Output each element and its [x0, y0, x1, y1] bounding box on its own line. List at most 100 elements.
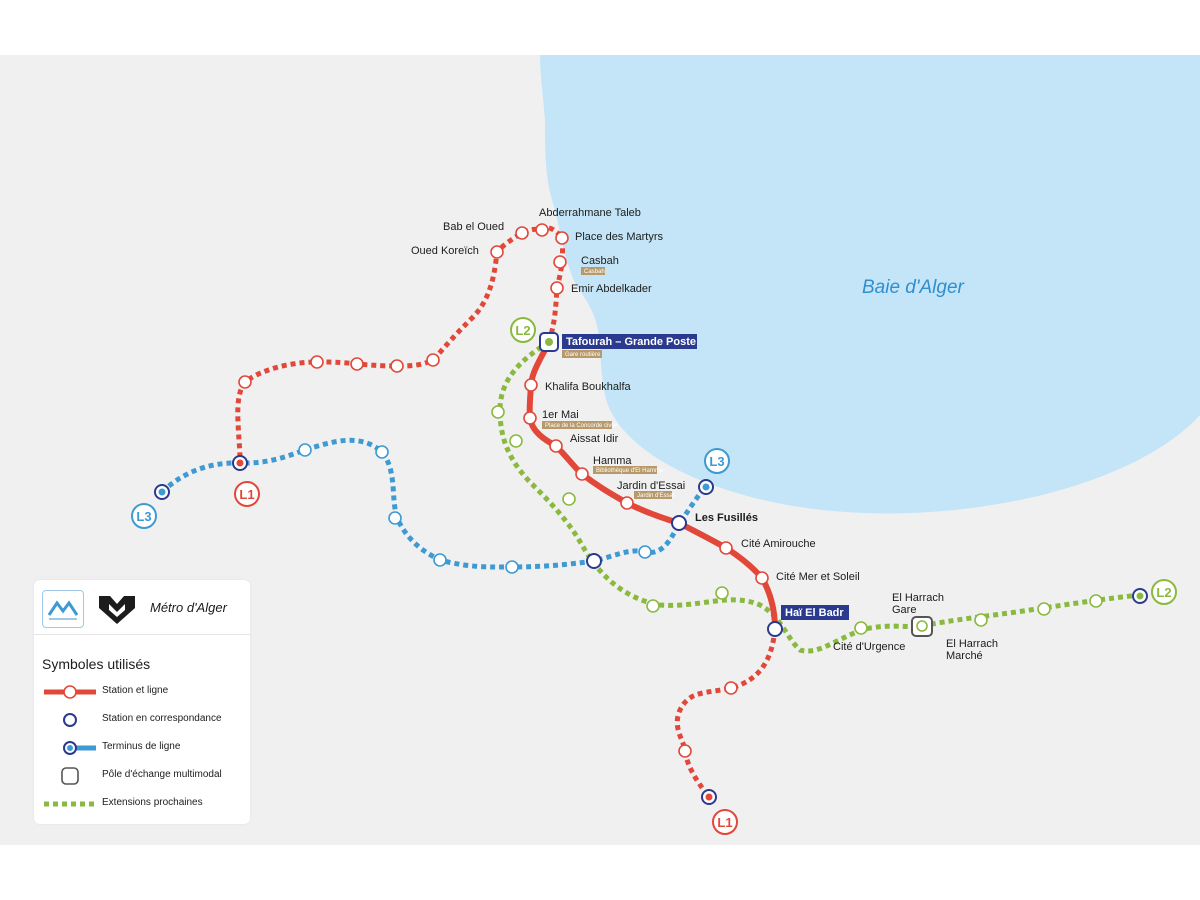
station-line-icon — [44, 685, 96, 699]
badge-l3-west-text: L3 — [136, 509, 151, 524]
station-hai-el-badr[interactable] — [767, 621, 783, 637]
station-oued-koreich[interactable] — [490, 245, 504, 259]
station-l2-2[interactable] — [509, 434, 523, 448]
l1-ext-south — [674, 628, 778, 799]
station-l2-l3-transfer[interactable] — [586, 553, 602, 569]
multimodal-hub-icon — [61, 767, 79, 785]
legend-item-correspondence: Station en correspondance — [42, 711, 242, 729]
label-1er-mai-sub: Place de la Concorde civile — [545, 423, 618, 429]
station-el-harrach-marche[interactable] — [974, 613, 988, 627]
legend-item-label: Station et ligne — [102, 685, 169, 696]
terminus-l2-east-dot — [1136, 592, 1144, 600]
metro-logo — [96, 590, 138, 626]
station-l2-east-2[interactable] — [1089, 594, 1103, 608]
legend-panel: Métro d'Alger Symboles utilisés Station … — [34, 580, 250, 824]
label-el-harrach-gare-1: El Harrach — [892, 592, 944, 604]
label-abderrahmane-taleb: Abderrahmane Taleb — [539, 207, 641, 219]
station-l1-west-2[interactable] — [390, 359, 404, 373]
line-l1-main — [526, 340, 778, 630]
station-l1-west-3[interactable] — [350, 357, 364, 371]
station-cite-urgence[interactable] — [854, 621, 868, 635]
station-abderrahmane-taleb[interactable] — [535, 223, 549, 237]
legend-item-station-line: Station et ligne — [42, 683, 242, 701]
station-l3-3[interactable] — [388, 511, 402, 525]
label-1er-mai: 1er Mai — [542, 409, 579, 421]
jardin-essai-sub-bg — [634, 491, 672, 499]
terminus-l3-west-dot — [158, 488, 166, 496]
station-l1-south-1[interactable] — [724, 681, 738, 695]
station-l1-west-5[interactable] — [238, 375, 252, 389]
station-l3-5[interactable] — [505, 560, 519, 574]
badge-l1-south-text: L1 — [717, 815, 732, 830]
label-tafourah-sub: Gare routière — [565, 352, 601, 358]
label-les-fusilles: Les Fusillés — [695, 512, 758, 524]
label-cite-amirouche: Cité Amirouche — [741, 538, 816, 550]
station-l1-west-4[interactable] — [310, 355, 324, 369]
terminus-l1-west-dot — [236, 459, 244, 467]
station-aissat-idir[interactable] — [549, 439, 563, 453]
station-l3-2[interactable] — [375, 445, 389, 459]
station-les-fusilles[interactable] — [671, 515, 687, 531]
tafourah-label-box — [562, 334, 697, 349]
label-hamma: Hamma — [593, 455, 632, 467]
hamma-sub-bg — [593, 466, 657, 474]
correspondence-station-icon — [63, 713, 77, 727]
legend-item-label: Extensions prochaines — [102, 797, 203, 808]
label-casbah: Casbah — [581, 255, 619, 267]
terminus-l1-south-dot — [705, 793, 713, 801]
casbah-sub-bg — [581, 267, 605, 275]
station-l3-6[interactable] — [638, 545, 652, 559]
label-el-harrach-gare-2: Gare — [892, 604, 916, 616]
station-place-des-martyrs[interactable] — [555, 231, 569, 245]
legend-item-terminus: Terminus de ligne — [42, 739, 242, 757]
extension-dotted-line-icon — [44, 801, 96, 807]
label-el-harrach-marche-2: Marché — [946, 650, 983, 662]
legend-item-multimodal: Pôle d'échange multimodal — [42, 767, 242, 785]
station-l2-1[interactable] — [491, 405, 505, 419]
bay-label: Baie d'Alger — [862, 277, 965, 298]
badge-l1-south: L1 — [712, 809, 738, 835]
station-l2-5[interactable] — [715, 586, 729, 600]
station-1er-mai[interactable] — [523, 411, 537, 425]
label-place-des-martyrs: Place des Martyrs — [575, 231, 664, 243]
station-l1-south-2[interactable] — [678, 744, 692, 758]
badge-l2-north: L2 — [510, 317, 536, 343]
legend-item-label: Terminus de ligne — [102, 741, 181, 752]
legend-brand: Métro d'Alger — [34, 580, 250, 635]
sea-bay — [540, 55, 1200, 514]
label-cite-mer-soleil: Cité Mer et Soleil — [776, 571, 860, 583]
label-oued-koreich: Oued Koreïch — [411, 245, 479, 257]
station-l1-west-1[interactable] — [426, 353, 440, 367]
el-harrach-gare-dot — [916, 620, 928, 632]
label-emir-abdelkader: Emir Abdelkader — [571, 283, 652, 295]
l2-path-east — [921, 592, 1141, 629]
label-el-harrach-marche-1: El Harrach — [946, 638, 998, 650]
legend-item-label: Station en correspondance — [102, 713, 222, 724]
station-cite-mer-soleil[interactable] — [755, 571, 769, 585]
station-l3-4[interactable] — [433, 553, 447, 567]
station-l3-1[interactable] — [298, 443, 312, 457]
legend-title: Symboles utilisés — [42, 656, 151, 672]
badge-l3-east: L3 — [704, 448, 730, 474]
badge-l2-east-text: L2 — [1156, 585, 1171, 600]
label-jardin-essai-sub: Jardin d'Essai — [637, 493, 674, 499]
station-bab-el-oued[interactable] — [515, 226, 529, 240]
tafourah-sub-bg — [562, 350, 602, 358]
station-hamma[interactable] — [575, 467, 589, 481]
badge-l3-west: L3 — [131, 503, 157, 529]
station-l2-3[interactable] — [562, 492, 576, 506]
station-l2-east-1[interactable] — [1037, 602, 1051, 616]
station-jardin-essai[interactable] — [620, 496, 634, 510]
label-jardin-essai: Jardin d'Essai — [617, 480, 685, 492]
station-emir-abdelkader[interactable] — [550, 281, 564, 295]
station-cite-amirouche[interactable] — [719, 541, 733, 555]
label-casbah-sub: Casbah — [584, 269, 605, 275]
label-bab-el-oued: Bab el Oued — [443, 221, 504, 233]
station-khalifa-boukhalfa[interactable] — [524, 378, 538, 392]
1er-mai-sub-bg — [542, 421, 612, 429]
station-l2-4[interactable] — [646, 599, 660, 613]
station-casbah[interactable] — [553, 255, 567, 269]
legend-item-extensions: Extensions prochaines — [42, 795, 242, 813]
label-khalifa-boukhalfa: Khalifa Boukhalfa — [545, 381, 631, 393]
